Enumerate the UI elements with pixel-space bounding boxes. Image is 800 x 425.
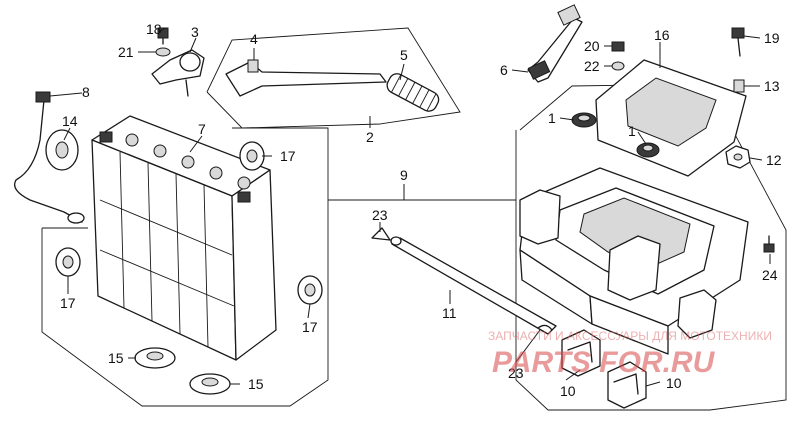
battery-box-frame [519,4,749,355]
callout-10-right: 10 [666,375,682,391]
cushions-15 [134,347,231,395]
callout-23-top: 23 [372,207,388,223]
callout-17-left: 17 [60,295,76,311]
callout-8: 8 [82,84,90,100]
callout-9: 9 [400,167,408,183]
callout-17-right-bottom: 17 [302,319,318,335]
callout-18: 18 [146,21,162,37]
callout-12: 12 [766,152,782,168]
bracket-3 [151,49,205,97]
callout-16: 16 [654,27,670,43]
watermark-logo: PARTS FOR.RU [492,346,716,379]
callout-14: 14 [62,113,78,129]
watermark-caption: ЗАПЧАСТИ И АКСЕССУАРЫ ДЛЯ МОТОТЕХНИКИ [488,329,772,343]
callout-17-right-top: 17 [280,148,296,164]
callout-15-left: 15 [108,350,124,366]
callout-7: 7 [198,121,206,137]
callout-3: 3 [191,24,199,40]
clips-10 [561,329,647,409]
callout-10-left: 10 [560,383,576,399]
callout-15-right: 15 [248,376,264,392]
callout-4: 4 [250,31,258,47]
callout-21: 21 [118,44,134,60]
callout-1-left: 1 [548,110,556,126]
leader-lines [49,27,771,387]
bolt-washer-top-left [155,27,171,57]
callout-20: 20 [584,38,600,54]
rubber-cushions-left [45,129,323,305]
callout-11: 11 [442,305,457,321]
callout-1-right: 1 [628,123,636,139]
callout-5: 5 [400,47,408,63]
callout-22: 22 [584,58,600,74]
battery [91,115,277,361]
rod-11 [371,227,557,335]
callout-13: 13 [764,78,780,94]
watermark: ЗАПЧАСТИ И АКСЕССУАРЫ ДЛЯ МОТОТЕХНИКИ PA… [488,329,772,379]
callout-24: 24 [762,267,778,283]
callout-2: 2 [366,129,374,145]
battery-cable [13,91,85,224]
kick-lever [225,59,440,112]
callout-23-bottom: 23 [508,365,524,381]
callout-6: 6 [500,62,508,78]
callout-numbers: 18 21 3 4 5 8 14 7 17 17 17 15 15 2 9 23… [60,21,782,399]
callout-19: 19 [764,30,780,46]
